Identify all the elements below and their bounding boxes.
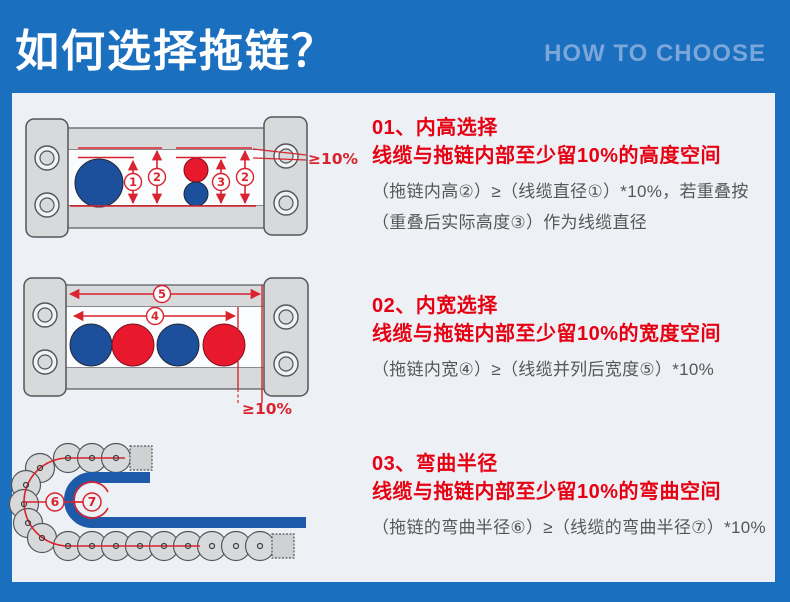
callout-cable-radius: 7 [82,492,102,512]
svg-text:3: 3 [217,175,225,189]
svg-text:5: 5 [158,287,166,301]
svg-text:2: 2 [153,170,161,184]
section-bend-radius: 03、弯曲半径 线缆与拖链内部至少留10%的弯曲空间 （拖链的弯曲半径⑥）≥（线… [372,450,776,543]
stacked-cable-red [183,157,209,183]
section-inner-height: 01、内高选择 线缆与拖链内部至少留10%的高度空间 （拖链内高②）≥（线缆直径… [372,114,776,238]
top-rail [65,127,267,151]
page-subtitle: HOW TO CHOOSE [544,39,766,67]
section-subheading: 线缆与拖链内部至少留10%的宽度空间 [372,323,722,345]
svg-text:6: 6 [51,494,60,509]
section-number-title: 03、弯曲半径 [372,453,498,475]
reference-lines [70,147,256,207]
gap-leader-lines [252,148,307,161]
gap-lines [237,285,263,403]
inner-height-diagram: 1 2 3 2 ≥10% [25,116,359,238]
section-inner-width: 02、内宽选择 线缆与拖链内部至少留10%的宽度空间 （拖链内宽④）≥（线缆并列… [372,292,776,385]
callout-stacked-height: 3 [211,172,231,192]
right-bracket [263,277,309,397]
section-subheading: 线缆与拖链内部至少留10%的弯曲空间 [372,481,722,503]
min-gap-label: ≥10% [242,400,293,418]
callout-cable-diameter: 1 [123,172,143,192]
section-number-title: 02、内宽选择 [372,295,498,317]
header: 如何选择拖链？ HOW TO CHOOSE [0,0,790,93]
section-heading: 03、弯曲半径 线缆与拖链内部至少留10%的弯曲空间 [372,450,776,506]
section-body: （拖链的弯曲半径⑥）≥（线缆的弯曲半径⑦）*10% [372,518,766,537]
callout-inner-height-right: 2 [235,167,255,187]
page-title: 如何选择拖链？ [15,26,337,76]
section-heading: 01、内高选择 线缆与拖链内部至少留10%的高度空间 [372,114,776,170]
svg-text:2: 2 [241,170,249,184]
section-body: （拖链内高②）≥（线缆直径①）*10%，若重叠按（重叠后实际高度③）作为线缆直径 [372,182,749,232]
left-bracket [23,277,67,397]
link-pivots [20,454,264,550]
svg-text:1: 1 [129,175,137,189]
section-body: （拖链内宽④）≥（线缆并列后宽度⑤）*10% [372,360,715,379]
stacked-cable-blue [183,181,209,207]
section-number-title: 01、内高选择 [372,117,498,139]
callout-inner-height-left: 2 [147,167,167,187]
section-heading: 02、内宽选择 线缆与拖链内部至少留10%的宽度空间 [372,292,776,348]
svg-text:7: 7 [88,494,97,509]
callout-chain-radius: 6 [45,492,65,512]
cable-radius-arc [73,481,109,519]
callout-inner-width: 4 [145,306,165,326]
svg-text:4: 4 [151,309,159,323]
bottom-rail [65,204,267,229]
large-cable-circle [74,158,124,208]
min-gap-label: ≥10% [308,150,359,168]
bottom-rail [63,366,267,390]
right-bracket [263,116,308,236]
bend-radius-diagram: 6 7 [8,442,306,562]
left-bracket [25,118,69,238]
section-subheading: 线缆与拖链内部至少留10%的高度空间 [372,145,722,167]
callout-cables-width: 5 [152,284,172,304]
bent-cable [64,472,306,528]
inner-width-diagram: 5 4 ≥10% [23,277,309,418]
cable-row [69,323,246,367]
